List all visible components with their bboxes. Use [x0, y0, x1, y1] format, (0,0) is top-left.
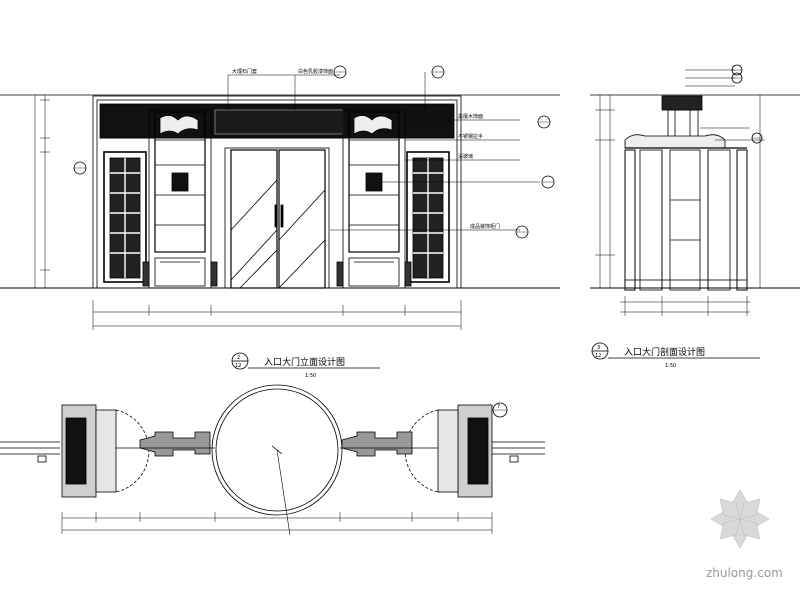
callout-text-2: 白色乳胶漆饰面 [298, 68, 333, 75]
callout-text-3: 黑檀木饰面 [458, 113, 483, 120]
right-grid-window [412, 157, 444, 279]
watermark-text: zhulong.com [706, 566, 783, 580]
entrance-elevation: 大理石门套 白色乳胶漆饰面 黑檀木饰面 不锈钢拉手 清玻璃 成品装饰柜门 [0, 65, 560, 330]
section-title-block: 3 12 入口大门剖面设计图 1:50 [591, 342, 760, 369]
callout-text-1: 大理石门套 [232, 68, 257, 75]
right-showcase [336, 109, 412, 289]
plan-marker: 7 [497, 404, 500, 410]
section-scale: 1:50 [665, 363, 676, 369]
leader-lines [227, 72, 540, 231]
watermark-logo [710, 489, 770, 549]
glass-double-door [224, 147, 330, 289]
section-dimensions [595, 69, 765, 316]
elevation-index-top: 2 [237, 355, 240, 361]
elevation-scale: 1:50 [305, 373, 316, 379]
vertical-dimensions-left [34, 95, 50, 288]
elevation-title: 入口大门立面设计图 [264, 356, 345, 368]
left-showcase [142, 109, 218, 289]
section-index-top: 3 [597, 345, 600, 351]
elevation-index-bottom: 12 [235, 363, 241, 369]
callout-text-4: 不锈钢拉手 [458, 133, 483, 140]
left-grid-window [109, 157, 141, 279]
section-index-bottom: 12 [595, 353, 601, 359]
callout-text-5: 清玻璃 [458, 153, 473, 160]
entrance-plan: 7 [0, 384, 545, 536]
entrance-section [590, 64, 800, 316]
section-title: 入口大门剖面设计图 [624, 346, 705, 358]
callout-text-6: 成品装饰柜门 [470, 223, 500, 230]
plan-dimensions [61, 512, 493, 534]
callout-markers [73, 65, 555, 239]
elevation-title-block: 2 12 入口大门立面设计图 1:50 [231, 352, 380, 379]
horizontal-dimensions [92, 300, 462, 330]
